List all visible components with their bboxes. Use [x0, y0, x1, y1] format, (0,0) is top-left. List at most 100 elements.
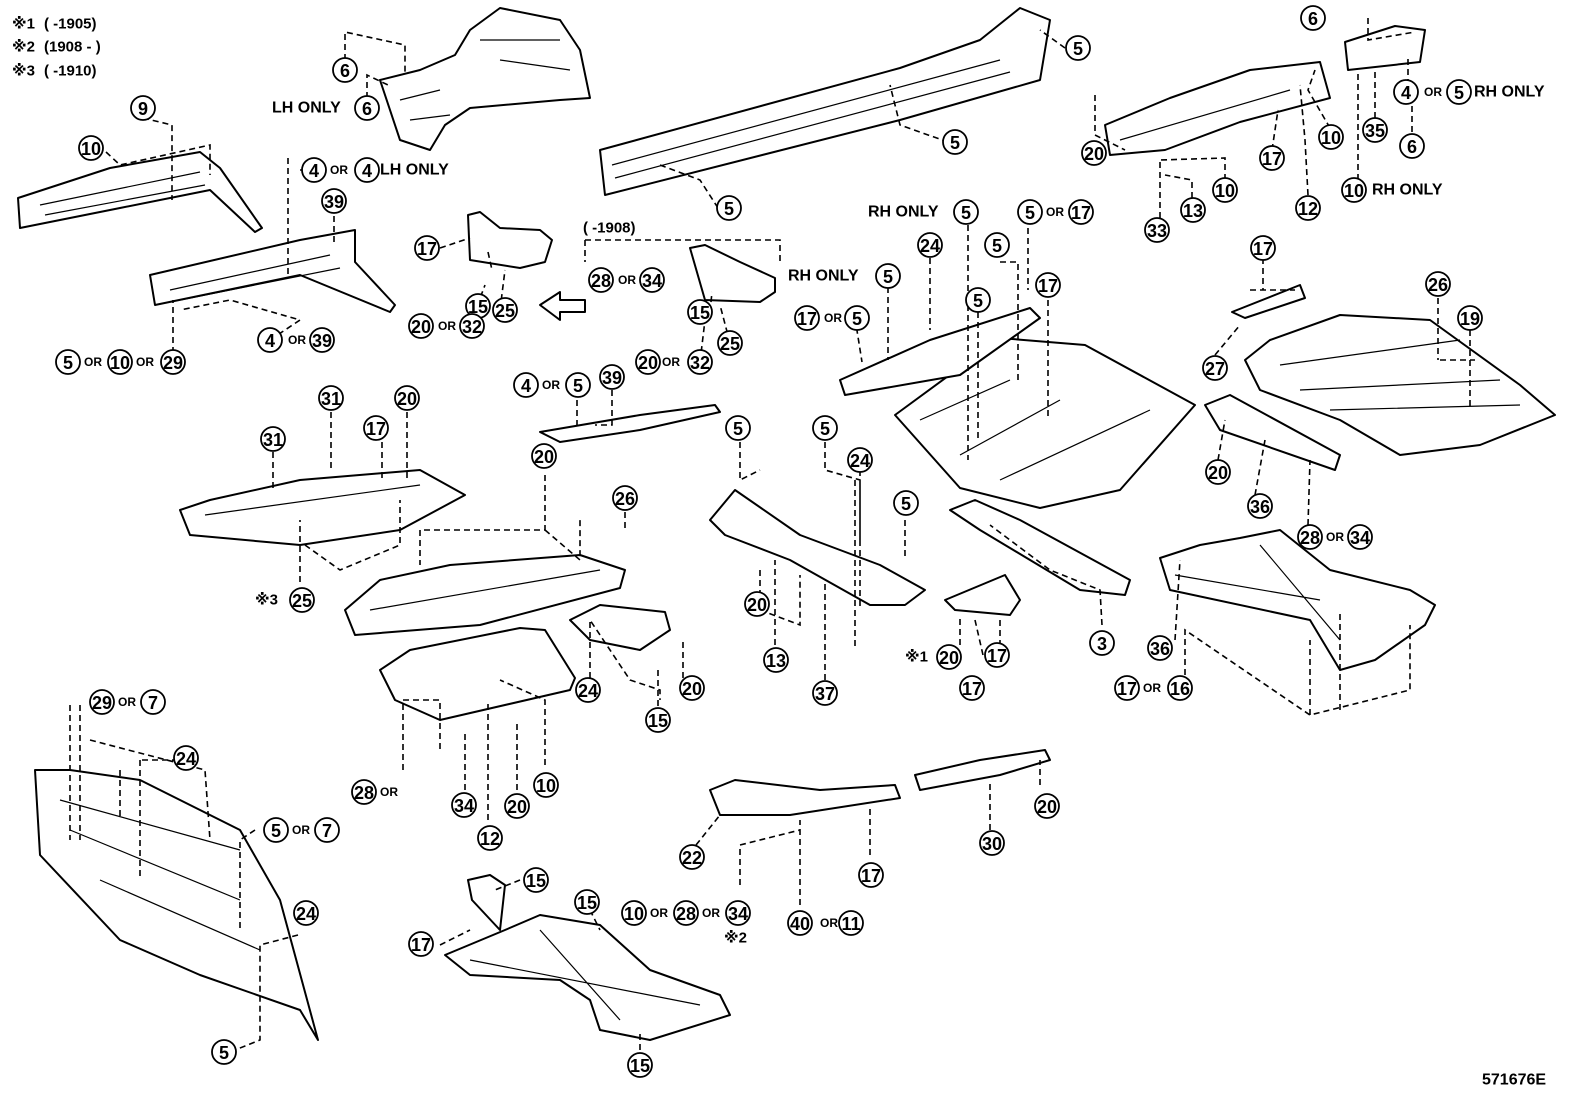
connector-labels: OR LH ONLY LH ONLY OR OR OR OR OR OR RH … — [84, 84, 1546, 1089]
callout-number: 25 — [292, 591, 312, 611]
callout-39: 39 — [321, 188, 347, 214]
callout-number: 26 — [1428, 275, 1448, 295]
callout-number: 5 — [733, 419, 743, 439]
callout-number: 5 — [961, 203, 971, 223]
callout-circle — [787, 910, 813, 936]
floor-side-member-upper — [839, 307, 1041, 396]
or-label: OR — [618, 273, 636, 287]
callout-circle — [293, 900, 319, 926]
callout-number: 31 — [263, 430, 283, 450]
callout-number: 20 — [1037, 797, 1057, 817]
callout-17: 17 — [1114, 675, 1140, 701]
callout-number: 22 — [682, 848, 702, 868]
front-floor-pan — [894, 337, 1196, 509]
callout-circle — [1147, 635, 1173, 661]
callout-number: 35 — [1365, 121, 1385, 141]
callout-26: 26 — [612, 485, 638, 511]
front-floor-crossmember — [379, 627, 576, 721]
note-1-mark: ※1 — [12, 15, 35, 33]
callout-circle — [414, 235, 440, 261]
callout-number: 25 — [495, 301, 515, 321]
callout-number: 29 — [92, 693, 112, 713]
callout-4: 4 — [301, 157, 327, 183]
note-3-ref: ※3 — [255, 591, 278, 609]
callout-17: 17 — [959, 675, 985, 701]
callout-number: 10 — [624, 904, 644, 924]
or-label: OR — [330, 163, 348, 177]
callout-6: 6 — [1399, 133, 1425, 159]
callout-circle — [321, 188, 347, 214]
callout-number: 4 — [309, 161, 319, 181]
callout-25: 25 — [289, 587, 315, 613]
rear-floor-bracket — [1231, 284, 1306, 319]
callout-17: 17 — [984, 642, 1010, 668]
callout-circle — [173, 745, 199, 771]
callout-12: 12 — [1295, 195, 1321, 221]
callout-circle — [942, 129, 968, 155]
or-label: OR — [824, 311, 842, 325]
callout-number: 5 — [992, 236, 1002, 256]
callout-4: 4 — [513, 372, 539, 398]
callout-number: 5 — [901, 494, 911, 514]
callout-17: 17 — [408, 931, 434, 957]
callout-number: 5 — [573, 376, 583, 396]
callout-number: 17 — [962, 679, 982, 699]
callout-circle — [451, 792, 477, 818]
callout-number: 10 — [110, 353, 130, 373]
callout-number: 20 — [638, 353, 658, 373]
lh-only-label: LH ONLY — [380, 162, 449, 179]
callout-circle — [408, 313, 434, 339]
callout-circle — [565, 372, 591, 398]
note-1-text: ( -1905) — [44, 16, 97, 33]
callout-circle — [1318, 124, 1344, 150]
callout-5: 5 — [942, 129, 968, 155]
rear-floor-member-center — [949, 499, 1131, 596]
callout-number: 13 — [1183, 201, 1203, 221]
callout-3: 3 — [1089, 630, 1115, 656]
callout-circle — [354, 157, 380, 183]
callout-20: 20 — [1205, 459, 1231, 485]
callout-circle — [260, 426, 286, 452]
callout-number: 4 — [521, 376, 531, 396]
callout-circle — [812, 680, 838, 706]
rocker-panel-outer — [599, 7, 1051, 196]
front-floor-panel-lh — [179, 469, 466, 546]
callout-number: 5 — [1025, 203, 1035, 223]
callout-number: 36 — [1250, 497, 1270, 517]
callout-20: 20 — [504, 793, 530, 819]
callout-number: 15 — [577, 893, 597, 913]
callout-circle — [673, 900, 699, 926]
callout-circle — [351, 779, 377, 805]
callout-20: 20 — [1034, 793, 1060, 819]
callout-circle — [318, 385, 344, 411]
callout-circle — [314, 817, 340, 843]
callout-5: 5 — [812, 415, 838, 441]
callout-25: 25 — [492, 297, 518, 323]
callout-7: 7 — [140, 689, 166, 715]
callout-27: 27 — [1202, 355, 1228, 381]
callout-28: 28 — [1297, 524, 1323, 550]
callout-15: 15 — [465, 293, 491, 319]
callout-4: 4 — [354, 157, 380, 183]
callout-circle — [687, 299, 713, 325]
callout-number: 5 — [1073, 39, 1083, 59]
callout-circle — [1399, 133, 1425, 159]
callout-circle — [160, 349, 186, 375]
rear-floor-side-member — [1104, 61, 1331, 156]
callout-20: 20 — [531, 443, 557, 469]
effectivity-notes: ※1 ( -1905) ※2 (1908 - ) ※3 ( -1910) — [12, 15, 101, 80]
callout-circle — [523, 867, 549, 893]
or-label: OR — [820, 916, 838, 930]
callout-circle — [1081, 140, 1107, 166]
callout-17: 17 — [1259, 145, 1285, 171]
callout-circle — [984, 642, 1010, 668]
callout-12: 12 — [477, 825, 503, 851]
or-label: OR — [288, 333, 306, 347]
callout-circle — [1034, 793, 1060, 819]
lh-only-label: LH ONLY — [272, 100, 341, 117]
callout-10: 10 — [1212, 177, 1238, 203]
callout-34: 34 — [451, 792, 477, 818]
front-side-member-lh — [17, 151, 263, 233]
callout-circle — [408, 931, 434, 957]
callout-circle — [858, 862, 884, 888]
